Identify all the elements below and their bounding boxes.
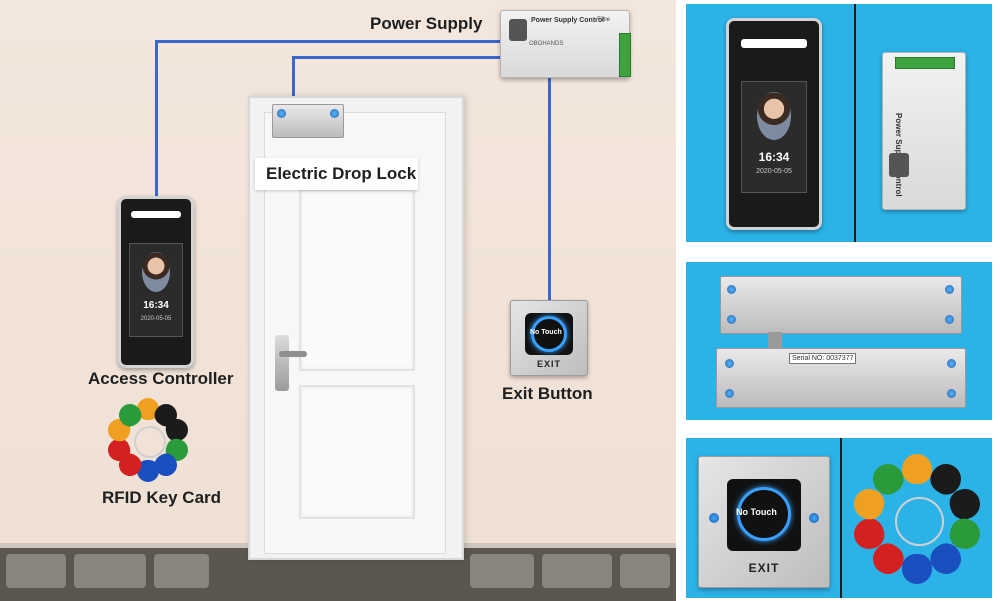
floor-stone [620, 554, 670, 588]
access-controller-closeup: 16:34 2020-05-05 [726, 18, 822, 230]
psu-time-label: Time [597, 17, 611, 23]
wire-lock-top [292, 56, 500, 59]
access-controller-label: Access Controller [88, 369, 234, 388]
floor-stone [154, 554, 209, 588]
lock-screw [725, 389, 734, 398]
exit-button-device: No Touch EXIT [510, 300, 588, 376]
product-panel-reader-psu: 16:34 2020-05-05 Power Supply Control [686, 4, 992, 242]
floor-stone [542, 554, 612, 588]
panel-divider [854, 4, 856, 242]
reader-screen: 16:34 2020-05-05 [741, 81, 807, 193]
reader-date: 2020-05-05 [140, 316, 172, 322]
power-supply-closeup: Power Supply Control [882, 52, 966, 210]
door-handle-plate [275, 335, 289, 391]
rfid-key-fob [902, 554, 932, 584]
door-handle-lever [279, 351, 307, 357]
lock-label-box [255, 158, 418, 190]
terminal-block [619, 33, 631, 77]
door-panel-upper [299, 189, 415, 371]
psu-title: Power Supply Control [531, 17, 605, 24]
exit-button-label: Exit Button [502, 384, 593, 403]
touch-sensor: No Touch [525, 313, 573, 355]
wire-reader-down [155, 40, 158, 200]
lock-screw [945, 285, 954, 294]
touch-sensor: No Touch [727, 479, 801, 551]
panel-divider [840, 438, 842, 598]
brand-logo-icon [889, 153, 909, 177]
installation-scene: Power Supply Control OBOHANDS Time Power… [0, 0, 676, 601]
electric-drop-lock-label: Electric Drop Lock [266, 164, 417, 183]
lock-screw [725, 359, 734, 368]
wire-exit-down [548, 78, 551, 300]
no-touch-caption: No Touch [530, 329, 562, 336]
exit-screw [709, 513, 719, 523]
exit-plate-label: EXIT [748, 561, 780, 575]
floor-stone [74, 554, 146, 588]
rfid-key-fob [902, 454, 932, 484]
lock-screw [330, 109, 339, 118]
psu-brand: OBOHANDS [529, 41, 564, 47]
exit-screw [809, 513, 819, 523]
door-panel-lower [299, 385, 415, 519]
rfid-key-card-label: RFID Key Card [102, 488, 222, 507]
reader-screen: 16:34 2020-05-05 [129, 243, 183, 337]
reader-time: 16:34 [758, 150, 790, 164]
lock-screw [947, 389, 956, 398]
power-supply-label: Power Supply [370, 14, 483, 33]
stone-floor [0, 548, 676, 601]
lock-screw [945, 315, 954, 324]
brand-logo-icon [509, 19, 527, 41]
exit-button-closeup: No Touch EXIT [698, 456, 830, 588]
lock-serial: Serial NO: 0037377 [789, 353, 857, 364]
key-ring [134, 426, 166, 458]
key-ring [894, 496, 944, 546]
lock-screw [947, 359, 956, 368]
reader-light-bar [131, 211, 181, 218]
rfid-key-fob-cluster [100, 398, 196, 482]
terminal-block [895, 57, 955, 69]
drop-lock-strike-plate: Serial NO: 0037377 [716, 348, 966, 408]
lock-screw [727, 315, 736, 324]
floor-stone [470, 554, 534, 588]
electric-drop-lock [272, 104, 344, 138]
lock-screw [727, 285, 736, 294]
product-panel-exit-fobs: No Touch EXIT [686, 438, 992, 598]
rfid-key-fob-cluster-closeup [850, 454, 984, 584]
reader-date: 2020-05-05 [756, 168, 792, 175]
exit-plate-label: EXIT [536, 359, 561, 369]
reader-light-bar [741, 39, 807, 48]
drop-lock-body [720, 276, 962, 334]
sensor-ring [531, 316, 567, 352]
wire-reader-top [155, 40, 500, 43]
reader-time: 16:34 [143, 300, 169, 311]
lock-bolt [768, 332, 782, 350]
face-avatar [142, 252, 170, 292]
access-controller-device: 16:34 2020-05-05 [118, 196, 194, 368]
lock-screw [277, 109, 286, 118]
no-touch-caption: No Touch [736, 507, 777, 517]
face-avatar [757, 92, 791, 140]
product-panel-drop-lock: Serial NO: 0037377 [686, 262, 992, 420]
sensor-ring [737, 487, 791, 541]
wire-lock-down [292, 56, 295, 104]
power-supply-box: Power Supply Control OBOHANDS Time [500, 10, 631, 78]
floor-stone [6, 554, 66, 588]
